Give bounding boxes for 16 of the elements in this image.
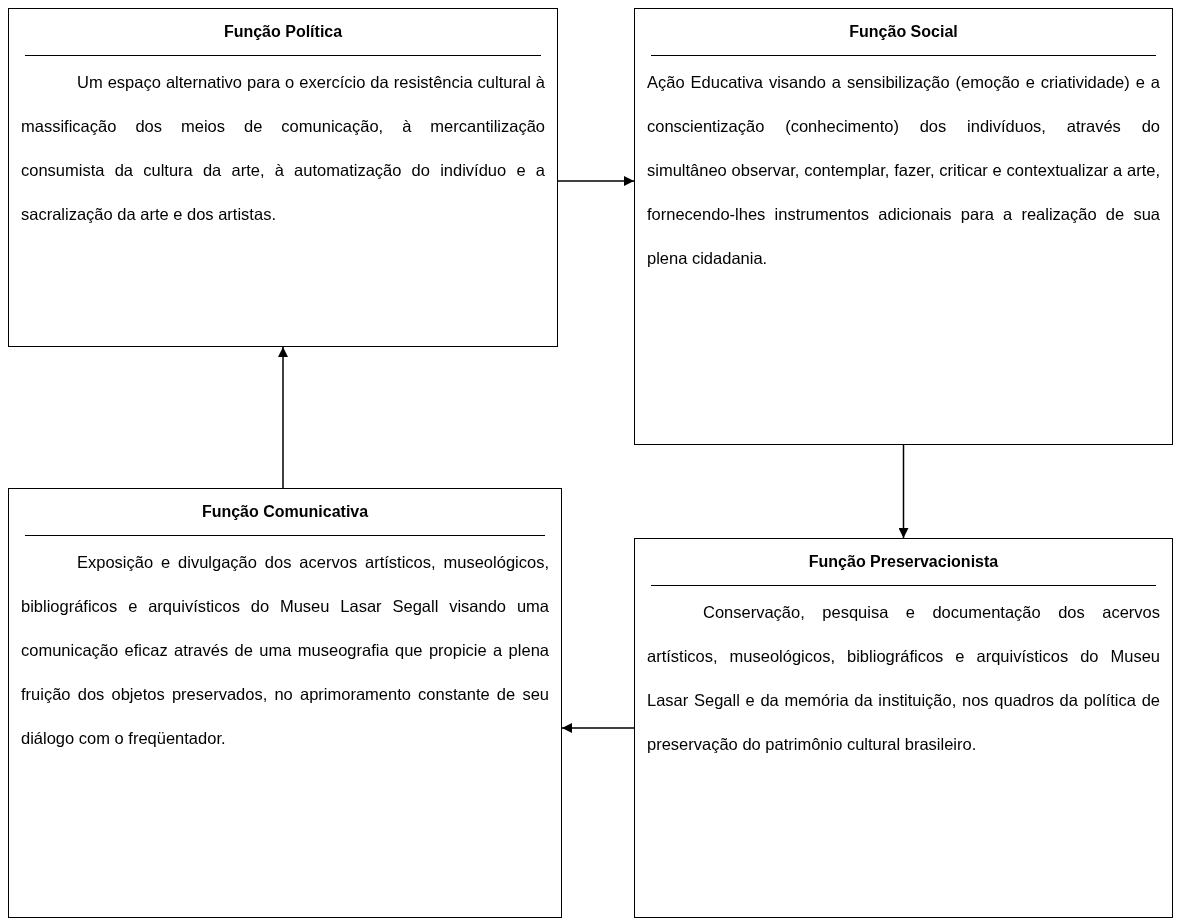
box-text: Conservação, pesquisa e documentação dos acervos artísticos, museológicos, bibliográficos e arquivísticos do Museu Lasar Segall e da memória da instituição, nos quadros da política de preservação do patrimônio cultural brasileiro.: [646, 602, 1161, 755]
box-heading: Função Comunicativa: [25, 489, 545, 536]
box-text: Ação Educativa visando a sensibilização (emoção e criatividade) e a conscientização (conhecimento) dos indivíduos, através do simultâneo observar, contemplar, fazer, criticar e contextualizar a arte, fornecendo-lhes instrumentos adicionais para a realização de sua plena cidadania.: [646, 72, 1161, 269]
arrow: [278, 346, 288, 489]
arrow: [898, 444, 909, 539]
function-box: [634, 538, 1173, 918]
arrow: [557, 176, 635, 186]
box-heading: Função Social: [651, 9, 1156, 56]
function-box: [8, 488, 562, 918]
box-heading: Função Política: [25, 9, 541, 56]
box-text: Exposição e divulgação dos acervos artísticos, museológicos, bibliográficos e arquivísticos do Museu Lasar Segall visando uma comunicação eficaz através de uma museografia que propicie a plena fruição dos objetos preservados, no aprimoramento constante de seu diálogo com o freqüentador.: [20, 552, 550, 749]
function-box: [634, 8, 1173, 445]
box-heading: Função Preservacionista: [651, 539, 1156, 586]
box-text: Um espaço alternativo para o exercício da resistência cultural à massificação dos meios de comunicação, à mercantilização consumista da cultura da arte, à automatização do indivíduo e a sacralização da arte e dos artistas.: [20, 72, 546, 225]
arrow: [561, 723, 635, 733]
function-box: [8, 8, 558, 347]
